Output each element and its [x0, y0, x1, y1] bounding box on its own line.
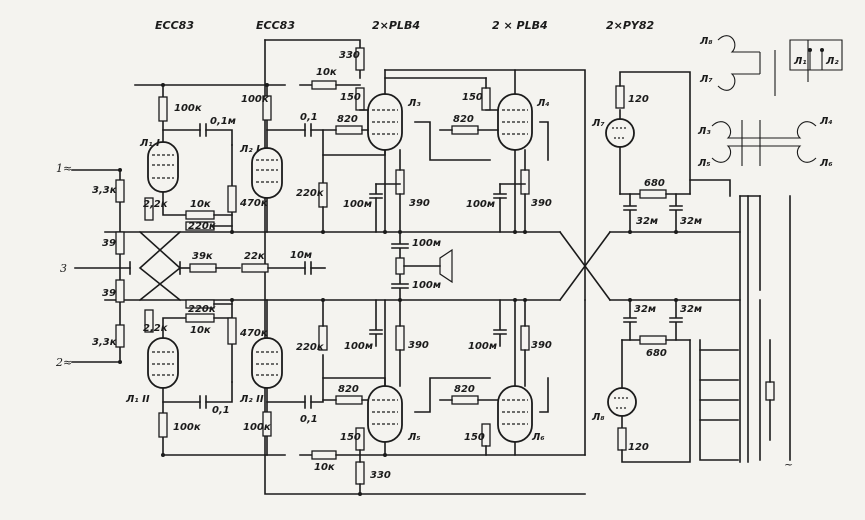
res-820-a: 820	[337, 114, 358, 125]
heater-l6: Л₆	[819, 158, 833, 169]
tube-l6: Л₆	[497, 385, 545, 443]
cap-100m-e: 100м	[412, 238, 441, 249]
heater-l1: Л₁	[793, 56, 807, 67]
res-100k-b: 100к	[241, 94, 269, 105]
cap-0-1-d: 0,1	[300, 414, 318, 425]
tube-l4-label: Л₄	[536, 98, 550, 109]
input-2-label: 2≈	[55, 356, 72, 369]
res-10k-a: 10к	[190, 199, 211, 210]
header-py82: 2×PY82	[606, 19, 655, 32]
res-680-b: 680	[646, 348, 667, 359]
cap-0-1-b: 0,1	[300, 112, 318, 123]
junction-dots	[161, 83, 678, 496]
res-330-a: 330	[339, 50, 360, 61]
res-10k-bot: 10к	[314, 462, 335, 473]
tube-l3: Л₃	[367, 93, 421, 151]
cap-32m-a: 32м	[636, 216, 658, 227]
res-470k-b: 470к	[239, 328, 268, 339]
cap-100m-d: 100м	[468, 341, 497, 352]
tube-l1-1: Л₁ I	[139, 138, 179, 193]
res-100k-a: 100к	[174, 103, 202, 114]
speaker-network: 100м 100м	[391, 231, 453, 301]
tube-l1-2-label: Л₁ II	[125, 394, 150, 405]
res-390-b: 390	[531, 198, 552, 209]
header-ecc83-1: ECC83	[155, 19, 194, 32]
tube-l1-1-label: Л₁ I	[139, 138, 160, 149]
heater-l7: Л₇	[699, 74, 713, 85]
heater-wiring: Л₈ Л₇ Л₁ Л₂ Л₃ Л₅ Л₄ Л₆	[697, 35, 843, 169]
cap-100m-f: 100м	[412, 280, 441, 291]
res-2-2k-b: 2,2к	[143, 323, 168, 334]
res-39-a: 39	[102, 238, 116, 249]
tube-l7: Л₇	[591, 118, 635, 148]
res-390-c: 390	[408, 340, 429, 351]
res-120-b: 120	[628, 442, 649, 453]
res-39k: 39к	[192, 251, 213, 262]
res-10k-top: 10к	[316, 67, 337, 78]
input-1-label: 1≈	[56, 162, 72, 175]
res-220k-c: 220к	[296, 188, 324, 199]
res-39-b: 39	[102, 288, 116, 299]
res-820-d: 820	[454, 384, 475, 395]
res-120-a: 120	[628, 94, 649, 105]
cap-32m-b: 32м	[680, 216, 702, 227]
heater-l2: Л₂	[825, 56, 839, 67]
cap-0-1m-a: 0,1м	[210, 116, 236, 127]
tube-l5-label: Л₅	[407, 432, 421, 443]
res-3-3k-b: 3,3к	[92, 337, 117, 348]
res-470k-a: 470к	[239, 198, 268, 209]
cap-32m-d: 32м	[680, 304, 702, 315]
header-ecc83-2: ECC83	[256, 19, 295, 32]
ac-mark: ~	[784, 458, 793, 471]
res-330-b: 330	[370, 470, 391, 481]
res-2-2k-a-text: 2,2к	[143, 199, 168, 210]
tube-l8: Л₈	[591, 387, 637, 423]
cap-100m-a: 100м	[343, 199, 372, 210]
res-820-c: 820	[338, 384, 359, 395]
heater-l3: Л₃	[697, 126, 711, 137]
input-3-label: 3	[60, 262, 67, 275]
res-390-d: 390	[531, 340, 552, 351]
tube-l2-2: Л₂ II	[239, 337, 283, 405]
header-pl84-2: 2 × PLB4	[492, 19, 548, 32]
tube-l2-1-label: Л₂ I	[239, 144, 260, 155]
res-150-b: 150	[462, 92, 483, 103]
tube-l1-2: Л₁ II	[125, 337, 179, 405]
res-100k-d: 100к	[243, 422, 271, 433]
cap-32m-c: 32м	[634, 304, 656, 315]
heater-l4: Л₄	[819, 116, 833, 127]
cap-100m-b: 100м	[466, 199, 495, 210]
cap-10m: 10м	[290, 250, 312, 261]
tube-l2-2-label: Л₂ II	[239, 394, 264, 405]
inputs: 1≈ 3 2≈ 3,3к 3,3к 39 39	[55, 162, 182, 369]
res-10k-b: 10к	[190, 325, 211, 336]
tube-l5: Л₅	[367, 385, 421, 443]
res-220k-a: 220к	[188, 221, 216, 232]
res-680-a: 680	[644, 178, 665, 189]
heater-l8: Л₈	[699, 36, 713, 47]
res-3-3k-a: 3,3к	[92, 185, 117, 196]
res-220k-b: 220к	[188, 304, 216, 315]
res-220k-d: 220к	[296, 342, 324, 353]
power-transformer: ~	[689, 179, 793, 471]
res-150-c: 150	[340, 432, 361, 443]
tube-l8-label: Л₈	[591, 412, 605, 423]
tube-l6-label: Л₆	[531, 432, 545, 443]
res-390-a: 390	[409, 198, 430, 209]
tube-l7-label: Л₇	[591, 118, 605, 129]
res-150-d: 150	[464, 432, 485, 443]
res-820-b: 820	[453, 114, 474, 125]
cap-0-1-c: 0,1	[212, 405, 230, 416]
heater-l5: Л₅	[697, 158, 711, 169]
res-22k: 22к	[244, 251, 265, 262]
tube-l3-label: Л₃	[407, 98, 421, 109]
res-150-a: 150	[340, 92, 361, 103]
cap-100m-c: 100м	[344, 341, 373, 352]
tube-l2-1: Л₂ I	[239, 144, 283, 199]
res-100k-c: 100к	[173, 422, 201, 433]
header-pl84-1: 2×PLB4	[372, 19, 420, 32]
